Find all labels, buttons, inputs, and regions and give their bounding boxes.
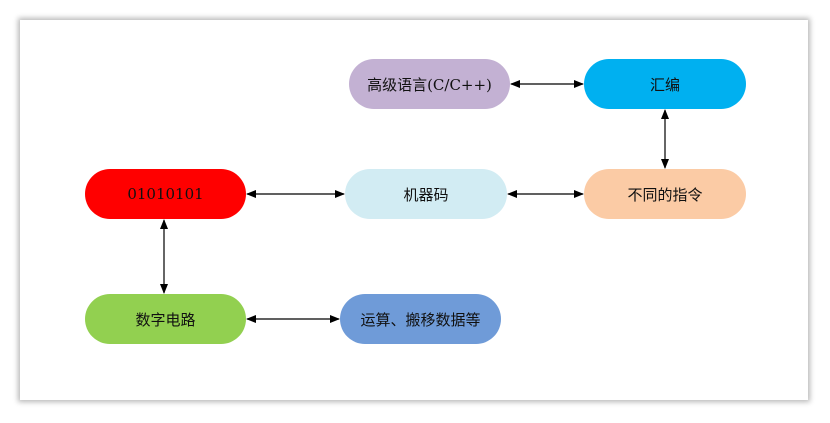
node-high-level-language: 高级语言(C/C++) <box>349 59 510 109</box>
node-instructions: 不同的指令 <box>584 169 746 219</box>
node-operations: 运算、搬移数据等 <box>340 294 501 344</box>
node-machine-code: 机器码 <box>345 169 507 219</box>
node-assembly: 汇编 <box>584 59 746 109</box>
node-digital-circuit: 数字电路 <box>85 294 246 344</box>
node-binary: 01010101 <box>85 169 246 219</box>
